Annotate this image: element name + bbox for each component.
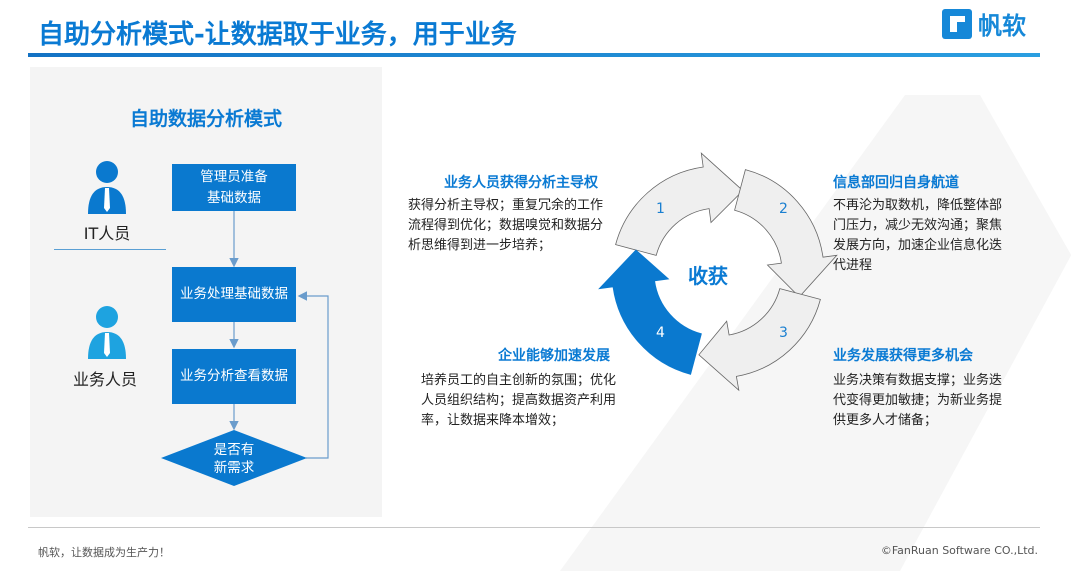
- cycle-arrow-3: [698, 288, 821, 392]
- cycle-number-1: 1: [656, 201, 665, 217]
- role-label-business: 业务人员: [72, 370, 137, 389]
- business-person-icon: [88, 306, 126, 359]
- footer-slogan: 帆软，让数据成为生产力！: [38, 546, 170, 559]
- role-label-it: IT人员: [83, 224, 131, 243]
- cycle-arrow-4: [598, 249, 702, 375]
- benefit-title-4: 业务发展获得更多机会: [833, 348, 973, 364]
- fanruan-logo-icon: [942, 8, 972, 39]
- benefit-title-3: 企业能够加速发展: [498, 348, 610, 364]
- decision-diamond: [161, 430, 307, 486]
- header-divider: [28, 53, 1040, 57]
- benefit-text-4: 业务决策有数据支撑；业务迭代变得更加敏捷；为新业务提供更多人才储备；: [833, 373, 1003, 429]
- flow-step-analyze-data: 业务分析查看数据: [172, 349, 296, 404]
- benefit-text-2: 不再沦为取数机，降低整体部门压力，减少无效沟通；聚焦发展方向，加速企业信息化迭代…: [833, 198, 1003, 274]
- benefit-title-1: 业务人员获得分析主导权: [444, 175, 598, 191]
- flow-step-prepare-data: 管理员准备 基础数据: [172, 164, 296, 211]
- cycle-number-3: 3: [779, 325, 788, 341]
- cycle-number-2: 2: [779, 201, 788, 217]
- footer-copyright: ©FanRuan Software CO.,Ltd.: [880, 544, 1038, 557]
- flow-step-process-data: 业务处理基础数据: [172, 267, 296, 322]
- flow-connectors: [161, 211, 329, 486]
- benefit-title-2: 信息部回归自身航道: [833, 175, 959, 191]
- brand-logo: 帆软: [942, 6, 1026, 41]
- decision-new-demand: 是否有 新需求: [213, 442, 255, 477]
- it-person-icon: [88, 161, 126, 214]
- benefit-text-1: 获得分析主导权；重复冗余的工作流程得到优化；数据嗅觉和数据分析思维得到进一步培养…: [408, 198, 604, 254]
- cycle-arrow-2: [734, 169, 838, 298]
- cycle-center-label: 收获: [688, 264, 728, 288]
- logo-text: 帆软: [978, 12, 1026, 40]
- cycle-arrow-1: [615, 152, 744, 256]
- role-separator: [54, 249, 166, 250]
- benefit-text-3: 培养员工的自主创新的氛围；优化人员组织结构；提高数据资产利用率，让数据来降本增效…: [421, 373, 617, 429]
- panel-title: 自助数据分析模式: [129, 108, 282, 130]
- footer-divider: [28, 527, 1040, 528]
- page-title: 自助分析模式-让数据取于业务，用于业务: [38, 20, 517, 50]
- cycle-number-4: 4: [656, 325, 665, 341]
